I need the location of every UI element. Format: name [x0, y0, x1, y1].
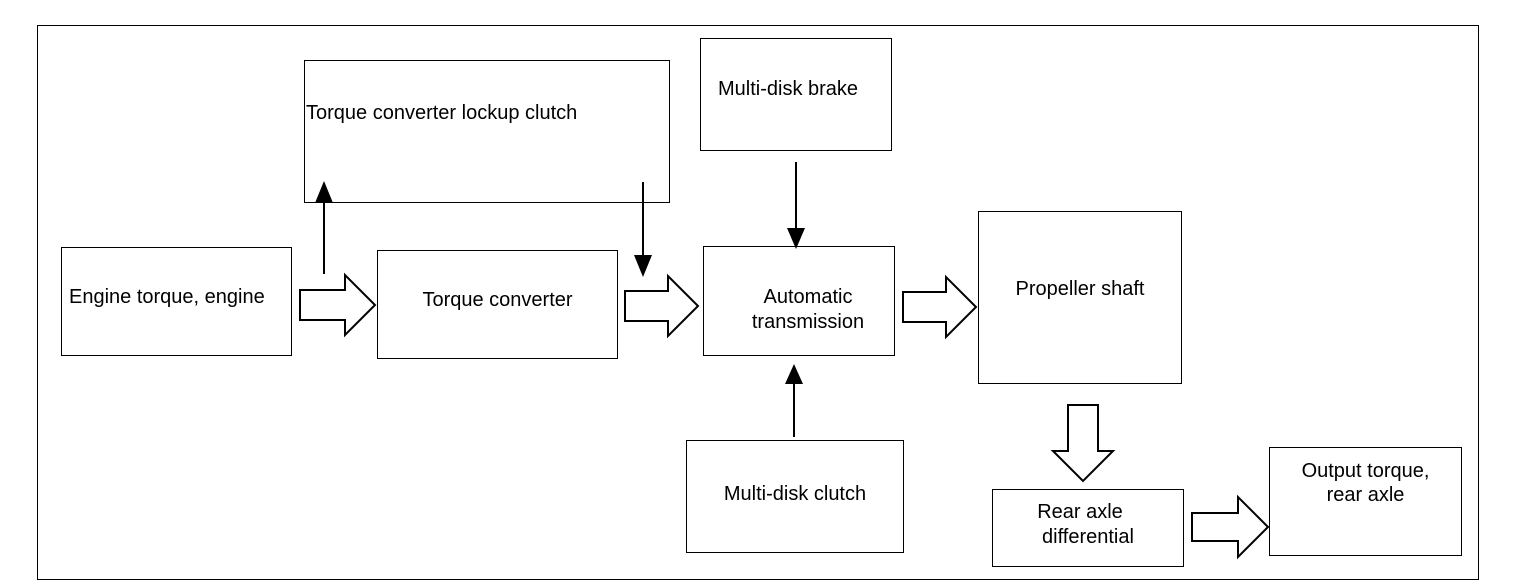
output-torque-label-line1: Output torque, — [1301, 460, 1430, 482]
automatic-transmission-label-line1: Automatic — [763, 286, 853, 308]
hollow-arrow-propeller-to-differential — [1050, 404, 1116, 483]
rear-axle-differential-label-line1: Rear axle — [1037, 501, 1123, 523]
multi-disk-brake-box — [700, 38, 892, 151]
arrowhead-lockup-down — [634, 255, 652, 277]
lockup-clutch-box — [304, 60, 670, 203]
engine-box — [61, 247, 292, 356]
diagram-frame — [37, 25, 1479, 580]
arrowhead-clutch-up — [785, 364, 803, 384]
torque-converter-label: Torque converter — [422, 289, 573, 311]
multi-disk-clutch-label: Multi-disk clutch — [723, 483, 867, 505]
rear-axle-differential-label-line2: differential — [1042, 526, 1134, 548]
multi-disk-brake-label: Multi-disk brake — [718, 78, 859, 100]
hollow-arrow-differential-to-output — [1191, 494, 1270, 560]
hollow-arrow-converter-to-transmission — [624, 273, 700, 339]
rear-axle-differential-box — [992, 489, 1184, 567]
automatic-transmission-box — [703, 246, 895, 356]
hollow-arrow-engine-to-converter — [299, 272, 377, 338]
lockup-clutch-label: Torque converter lockup clutch — [306, 102, 578, 124]
automatic-transmission-label-line2: transmission — [751, 311, 865, 333]
output-torque-box — [1269, 447, 1462, 556]
arrowhead-lockup-up — [315, 181, 333, 203]
hollow-arrow-transmission-to-propeller — [902, 274, 978, 340]
engine-label: Engine torque, engine — [69, 286, 265, 308]
arrowhead-brake-down — [787, 228, 805, 249]
propeller-shaft-box — [978, 211, 1182, 384]
propeller-shaft-label: Propeller shaft — [1015, 278, 1145, 300]
torque-converter-box — [377, 250, 618, 359]
multi-disk-clutch-box — [686, 440, 904, 553]
output-torque-label-line2: rear axle — [1326, 484, 1405, 506]
